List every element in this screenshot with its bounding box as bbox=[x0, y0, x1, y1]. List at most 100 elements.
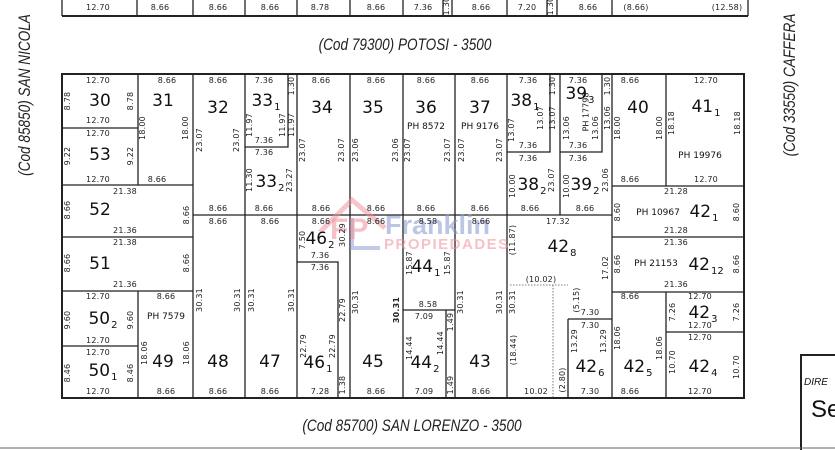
parcel-main-number: 33 bbox=[251, 91, 274, 111]
dimension-label: 17.02 bbox=[601, 256, 610, 280]
dimension-label: 18.06 bbox=[655, 336, 664, 360]
parcel-main-number: 41 bbox=[691, 97, 714, 117]
dimension-label: 22.79 bbox=[299, 334, 308, 358]
ph-number-label: PH 19976 bbox=[678, 151, 722, 161]
ph-number-label: PH 21153 bbox=[634, 259, 678, 269]
parcel-main-number: 52 bbox=[89, 200, 111, 220]
parcel-number: 45 bbox=[362, 352, 384, 372]
dimension-label: 10.70 bbox=[668, 350, 677, 374]
dimension-label: 21.36 bbox=[113, 280, 137, 289]
dimension-label: 7.36 bbox=[254, 76, 274, 85]
dimension-label: 8.66 bbox=[208, 217, 228, 226]
parcel-number: 34 bbox=[311, 98, 333, 118]
parcel-sub-number: 2 bbox=[540, 186, 547, 197]
parcel-main-number: 45 bbox=[362, 352, 384, 372]
street-label-right: (Cod 33550) CAFFERA bbox=[780, 13, 799, 157]
dimension-label: 30.31 bbox=[233, 288, 242, 312]
dimension-label: 8.66 bbox=[620, 387, 640, 396]
parcel-number: 31 bbox=[152, 91, 174, 111]
dimension-label: 13.06 bbox=[603, 106, 612, 130]
dimension-label: 23.07 bbox=[298, 138, 307, 162]
parcel-main-number: 42 bbox=[547, 237, 570, 257]
parcel-main-number: 39 bbox=[565, 84, 588, 104]
parcel-number: 32 bbox=[207, 98, 229, 118]
dimension-label: 8.66 bbox=[471, 3, 491, 12]
parcel-number: 425 bbox=[623, 357, 652, 379]
dimension-label: 7.36 bbox=[568, 76, 588, 85]
parcel-main-number: 44 bbox=[410, 353, 433, 373]
dimension-label: 10.02 bbox=[524, 387, 548, 396]
dimension-label: 12.70 bbox=[688, 321, 712, 330]
parcel-main-number: 42 bbox=[689, 202, 712, 222]
dimension-label: 8.66 bbox=[470, 204, 490, 213]
parcel-main-number: 39 bbox=[570, 175, 593, 195]
street-label-left: (Cod 85850) SAN NICOLA bbox=[15, 14, 34, 176]
dimension-label: 8.66 bbox=[620, 292, 640, 301]
dimension-label: 12.70 bbox=[86, 116, 110, 125]
dimension-label: 30.31 bbox=[195, 288, 204, 312]
dimension-label: 7.36 bbox=[413, 3, 433, 12]
dimension-label: (18.44) bbox=[509, 334, 518, 366]
dimension-label: 23.06 bbox=[601, 168, 610, 192]
corner-box-heading: DIRE bbox=[804, 377, 828, 388]
parcel-main-number: 43 bbox=[469, 352, 491, 372]
dimension-label: 14.44 bbox=[405, 336, 414, 360]
dimension-label: 8.66 bbox=[147, 175, 167, 184]
dimension-label: 1.30 bbox=[548, 76, 557, 96]
parcel-number: 48 bbox=[207, 352, 229, 372]
parcel-number: 332 bbox=[255, 172, 284, 194]
parcel-main-number: 37 bbox=[469, 98, 491, 118]
parcel-main-number: 42 bbox=[688, 303, 711, 323]
dimension-label: 12.70 bbox=[688, 292, 712, 301]
parcel-main-number: 48 bbox=[207, 352, 229, 372]
parcel-number: 52 bbox=[89, 200, 111, 220]
dimension-label: 23.07 bbox=[547, 168, 556, 192]
dimension-label: 22.79 bbox=[328, 334, 337, 358]
parcel-main-number: 53 bbox=[89, 145, 111, 165]
parcel-main-number: 42 bbox=[688, 357, 711, 377]
dimension-label: 8.66 bbox=[366, 3, 386, 12]
parcel-number: 393 bbox=[565, 84, 594, 106]
parcel-main-number: 38 bbox=[510, 91, 533, 111]
dimension-label: 30.31 bbox=[508, 290, 517, 314]
parcel-number: 461 bbox=[303, 353, 332, 375]
parcel-sub-number: 2 bbox=[278, 183, 285, 194]
dimension-label: 11.97 bbox=[287, 113, 296, 137]
dimension-label: (11.87) bbox=[508, 224, 517, 256]
parcel-sub-number: 1 bbox=[274, 102, 281, 113]
dimension-label: 21.38 bbox=[113, 187, 137, 196]
dimension-label: 8.66 bbox=[416, 76, 436, 85]
parcel-number: 462 bbox=[305, 229, 334, 251]
parcel-main-number: 30 bbox=[89, 91, 111, 111]
dimension-label: 21.36 bbox=[113, 226, 137, 235]
dimension-label: 12.70 bbox=[86, 387, 110, 396]
dimension-label: 18.00 bbox=[655, 116, 664, 140]
dimension-label: 8.58 bbox=[418, 217, 438, 226]
dimension-label: 8.66 bbox=[182, 205, 191, 225]
dimension-label: 21.36 bbox=[664, 280, 688, 289]
parcel-number: 4212 bbox=[688, 255, 723, 277]
dimension-label: 30.29 bbox=[338, 223, 347, 247]
parcel-number: 411 bbox=[691, 97, 720, 119]
parcel-number: 53 bbox=[89, 145, 111, 165]
dimension-label: 23.07 bbox=[337, 138, 346, 162]
parcel-main-number: 42 bbox=[688, 255, 710, 275]
dimension-label: 8.66 bbox=[578, 3, 598, 12]
dimension-label: 7.36 bbox=[568, 141, 588, 150]
ph-number-label: PH 8572 bbox=[407, 122, 445, 132]
parcel-number: 51 bbox=[89, 254, 111, 274]
dimension-label: 1.30 bbox=[287, 76, 296, 96]
dimension-label: 23.07 bbox=[457, 138, 466, 162]
ph-number-label: PH 10967 bbox=[636, 208, 680, 218]
dimension-label: 7.26 bbox=[668, 302, 677, 322]
dimension-label: 7.28 bbox=[310, 387, 330, 396]
dimension-label: 1.49 bbox=[446, 312, 455, 332]
dimension-label: 8.66 bbox=[366, 204, 386, 213]
dimension-label: 8.66 bbox=[311, 204, 331, 213]
dimension-label: 15.87 bbox=[443, 251, 452, 275]
dimension-label: 23.07 bbox=[495, 138, 504, 162]
parcel-sub-number: 1 bbox=[714, 108, 721, 119]
parcel-sub-number: 2 bbox=[433, 364, 440, 375]
parcel-number: 426 bbox=[575, 357, 604, 379]
dimension-label: 23.07 bbox=[195, 128, 204, 152]
